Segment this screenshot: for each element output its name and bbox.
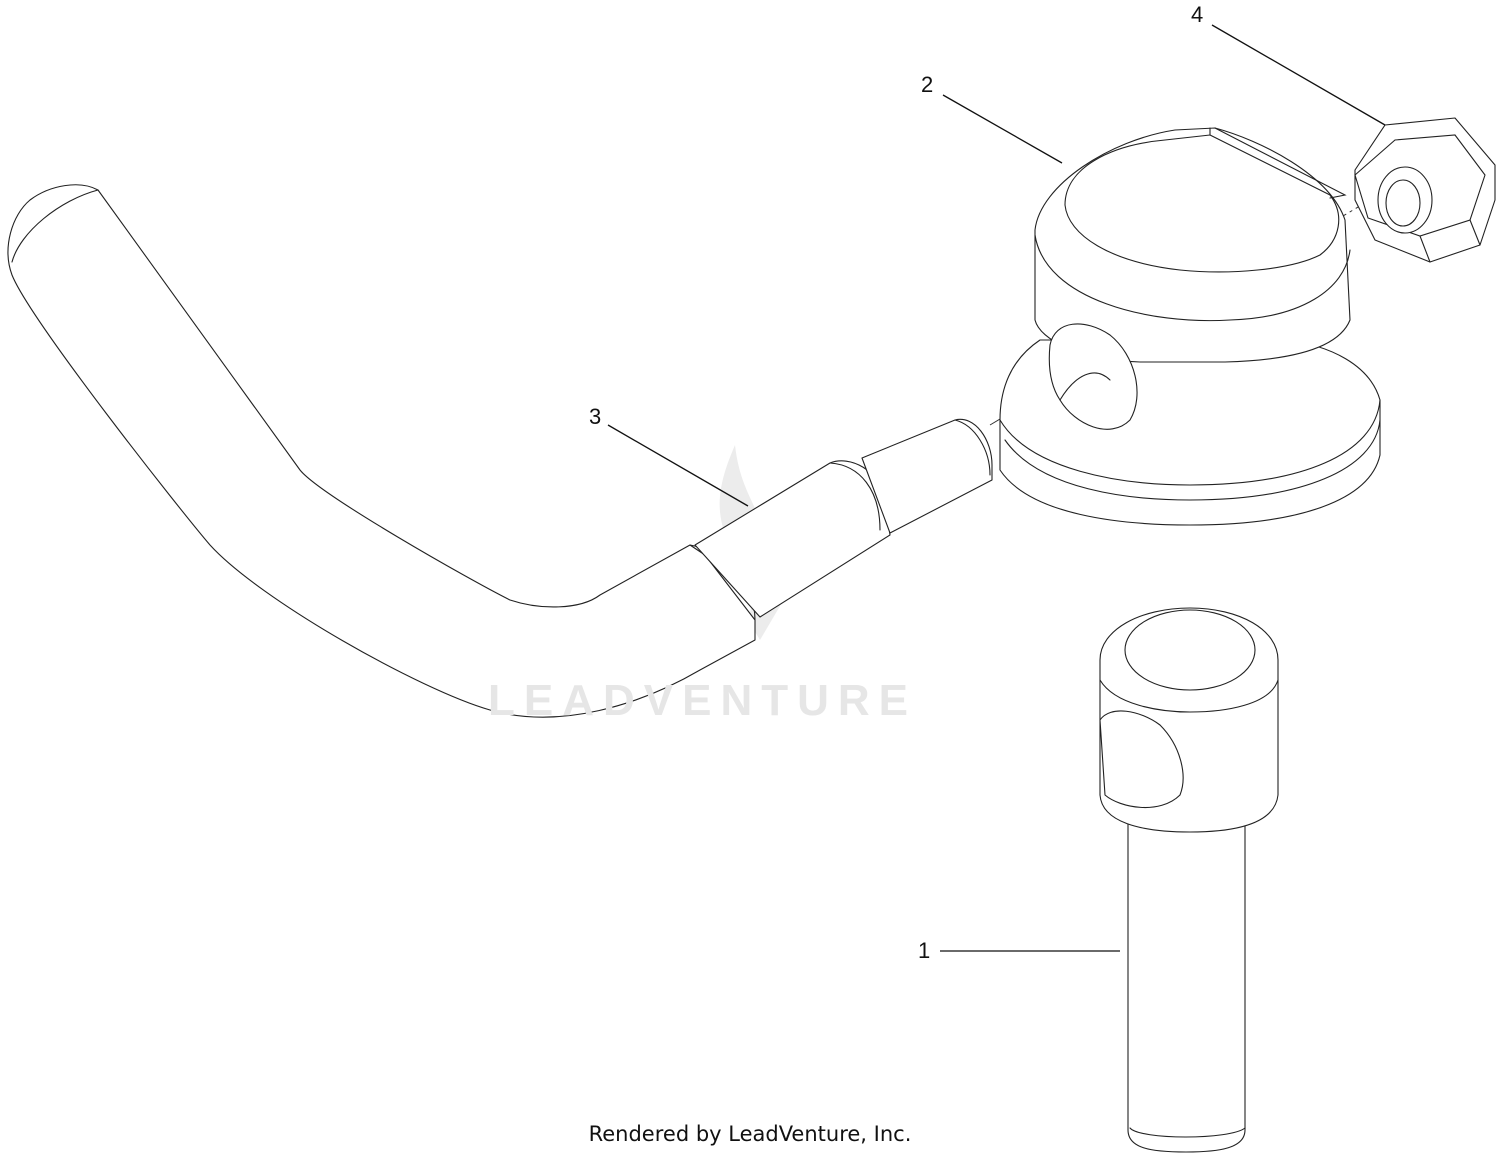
watermark-text: LEADVENTURE [488,676,918,725]
part-4-hex-nut[interactable] [1354,117,1496,263]
leader-line-3 [607,424,749,507]
callout-4[interactable]: 4 [1191,2,1204,27]
part-1-cross-pin[interactable] [1099,607,1279,1153]
rendered-by-footer: Rendered by LeadVenture, Inc. [588,1122,912,1146]
callout-2[interactable]: 2 [921,72,934,97]
part-3-handle-pin[interactable] [7,184,993,718]
callout-1[interactable]: 1 [918,938,931,963]
callout-3[interactable]: 3 [589,404,602,429]
part-2-collar[interactable] [999,127,1381,526]
leader-line-4 [1211,24,1386,126]
leader-line-2 [942,94,1063,164]
